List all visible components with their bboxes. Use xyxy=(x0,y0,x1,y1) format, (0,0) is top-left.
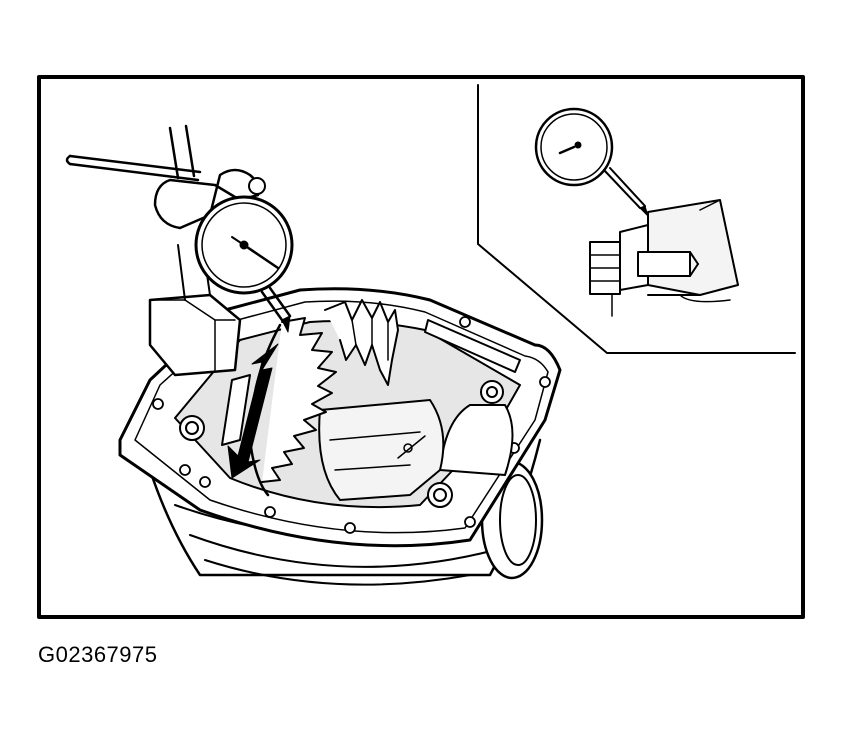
ring-gear-teeth xyxy=(261,317,337,483)
dial-probe-tip xyxy=(281,315,291,333)
differential-carrier xyxy=(318,399,445,501)
dial-indicator-icon xyxy=(65,124,294,377)
dial-needle xyxy=(242,243,280,270)
inset-bearing-cap xyxy=(589,199,739,317)
inset-border xyxy=(477,84,796,354)
figure-id-label: G02367975 xyxy=(38,642,158,667)
double-headed-arrow-icon xyxy=(227,343,279,479)
inset-dial-indicator-icon xyxy=(534,107,649,217)
bearing-cap-bolts xyxy=(179,380,504,508)
gear-tab xyxy=(221,374,251,446)
bearing-cap-right xyxy=(439,404,514,476)
inset-detail xyxy=(477,84,796,354)
ring-gear-upper-teeth xyxy=(324,299,399,386)
ring-gear xyxy=(248,299,399,497)
